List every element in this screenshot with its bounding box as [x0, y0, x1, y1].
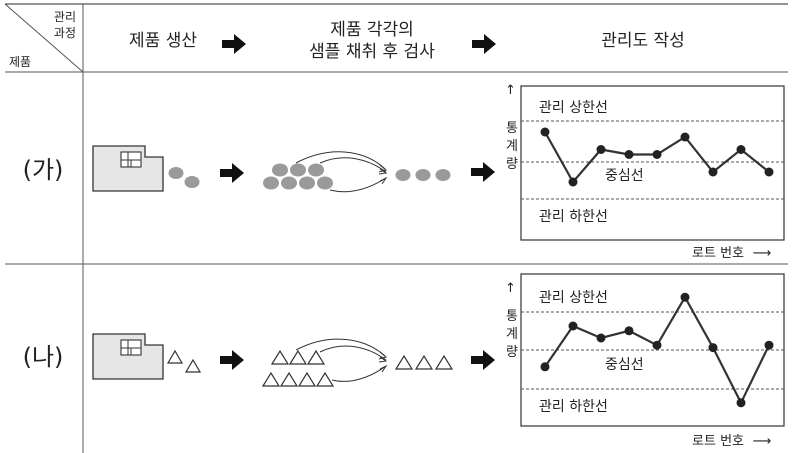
row-ga: (가)	[23, 83, 785, 261]
control-chart: ↑ 통 계 량 관리 상한선 중심선 관리 하한선 로트 번호 ⟶	[505, 83, 785, 261]
row-label: (가)	[23, 156, 64, 184]
table-grid	[4, 3, 788, 453]
chart-frame	[520, 85, 785, 241]
y-axis-label-3: 량	[506, 157, 518, 172]
machine-icon	[92, 145, 164, 192]
selected-samples	[394, 354, 454, 370]
sample-batch	[263, 163, 333, 190]
center-line-label: 중심선	[605, 357, 644, 373]
corner-label-process-1: 관리	[54, 10, 76, 24]
data-point	[540, 362, 550, 372]
product-samples	[166, 349, 202, 373]
selected-samples	[395, 169, 451, 181]
x-axis-arrow-icon: ⟶	[753, 246, 772, 261]
arrow-icon	[472, 34, 496, 54]
data-point	[652, 340, 662, 350]
data-point	[764, 340, 774, 350]
lower-limit-label: 관리 하한선	[539, 399, 608, 415]
arrow-icon	[220, 163, 244, 183]
y-axis-label-1: 통	[506, 309, 518, 324]
data-point	[568, 321, 578, 331]
control-chart: ↑ 통 계 량 관리 상한선 중심선 관리 하한선 로트 번호 ⟶	[505, 273, 785, 449]
center-line-label: 중심선	[605, 168, 644, 184]
x-axis-label: 로트 번호	[692, 246, 744, 261]
data-point	[680, 132, 690, 142]
corner-label-process-2: 과정	[54, 26, 76, 40]
arrow-icon	[222, 34, 246, 54]
data-point	[708, 167, 718, 177]
y-axis-arrow-icon: ↑	[505, 281, 516, 296]
sample-batch	[261, 349, 335, 387]
data-point	[596, 333, 606, 343]
corner-label-product: 제품	[9, 55, 31, 69]
data-point	[540, 127, 550, 137]
arrow-icon	[220, 350, 244, 370]
data-point	[652, 150, 662, 159]
data-point	[596, 145, 606, 154]
step-sampling-line1: 제품 각각의	[330, 20, 414, 40]
step-production: 제품 생산	[129, 31, 197, 51]
sampling-arrows	[295, 151, 388, 193]
product-samples	[168, 167, 200, 188]
upper-limit-label: 관리 상한선	[539, 100, 608, 116]
y-axis-label-3: 량	[506, 345, 518, 360]
y-axis-label-2: 계	[506, 327, 518, 342]
row-label: (나)	[23, 343, 64, 371]
data-point	[680, 292, 690, 302]
row-na: (나)	[23, 273, 785, 449]
arrow-icon	[471, 350, 495, 370]
x-axis-label: 로트 번호	[692, 434, 744, 449]
data-point	[764, 167, 774, 177]
data-point	[708, 343, 718, 353]
arrow-icon	[471, 162, 495, 182]
step-control-chart: 관리도 작성	[601, 31, 685, 51]
data-point	[568, 177, 578, 187]
lower-limit-label: 관리 하한선	[539, 209, 608, 225]
x-axis-arrow-icon: ⟶	[753, 434, 772, 449]
upper-limit-label: 관리 상한선	[539, 290, 608, 306]
data-point	[624, 150, 634, 159]
header-row: 관리 과정 제품 제품 생산 제품 각각의 샘플 채취 후 검사 관리도 작성	[9, 10, 685, 69]
sampling-arrows	[295, 338, 388, 382]
data-point	[624, 326, 634, 336]
chart-series	[540, 292, 774, 408]
y-axis-label-2: 계	[506, 139, 518, 154]
machine-icon	[92, 333, 164, 380]
y-axis-arrow-icon: ↑	[505, 83, 516, 98]
data-point	[736, 398, 746, 408]
chart-series	[540, 127, 774, 187]
data-point	[736, 145, 746, 154]
y-axis-label-1: 통	[506, 121, 518, 136]
step-sampling-line2: 샘플 채취 후 검사	[309, 42, 435, 62]
